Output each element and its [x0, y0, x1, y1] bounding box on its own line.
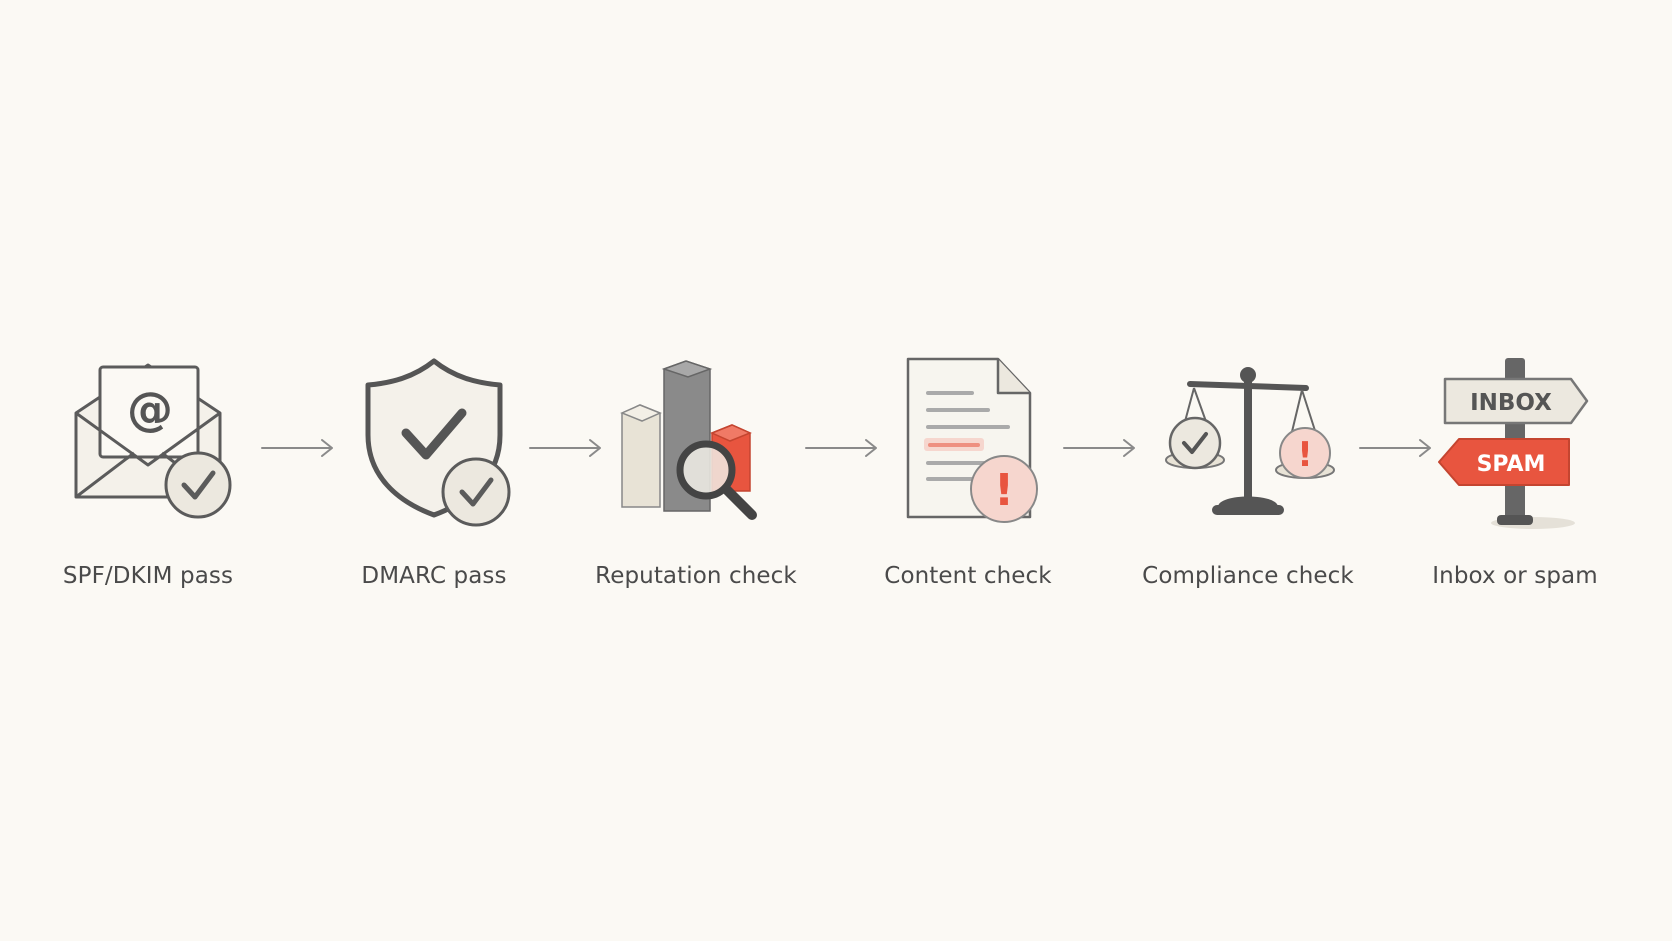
- step-label: Inbox or spam: [1432, 563, 1598, 589]
- arrow-icon: [529, 439, 601, 457]
- step-label: Content check: [884, 563, 1052, 589]
- step-label: DMARC pass: [361, 563, 507, 589]
- arrow-icon: [805, 439, 877, 457]
- inbox-sign-label: INBOX: [1470, 390, 1552, 416]
- step-dmarc: DMARC pass: [314, 355, 554, 605]
- document-warning-icon: !: [906, 357, 1038, 523]
- arrow-icon: [1359, 439, 1431, 457]
- signpost-icon: INBOX SPAM: [1438, 358, 1589, 529]
- step-compliance: ! Compliance check: [1128, 355, 1368, 605]
- shield-check-icon: [365, 358, 511, 527]
- step-label: Reputation check: [595, 563, 797, 589]
- step-content: ! Content check: [848, 355, 1088, 605]
- step-label: SPF/DKIM pass: [62, 563, 234, 589]
- arrow-icon: [261, 439, 333, 457]
- bar-chart-magnifier-icon: [620, 360, 757, 520]
- step-outcome: INBOX SPAM Inbox or spam: [1395, 355, 1635, 605]
- envelope-at-check-icon: @: [74, 363, 232, 519]
- warning-symbol: !: [994, 465, 1014, 516]
- step-label: Compliance check: [1142, 563, 1354, 589]
- spam-sign-label: SPAM: [1477, 452, 1546, 477]
- step-reputation: Reputation check: [576, 355, 816, 605]
- balance-scale-icon: !: [1165, 367, 1335, 515]
- warning-symbol: !: [1297, 435, 1313, 475]
- arrow-icon: [1063, 439, 1135, 457]
- at-symbol: @: [127, 382, 173, 436]
- step-spf-dkim: @ SPF/DKIM pass: [28, 355, 268, 605]
